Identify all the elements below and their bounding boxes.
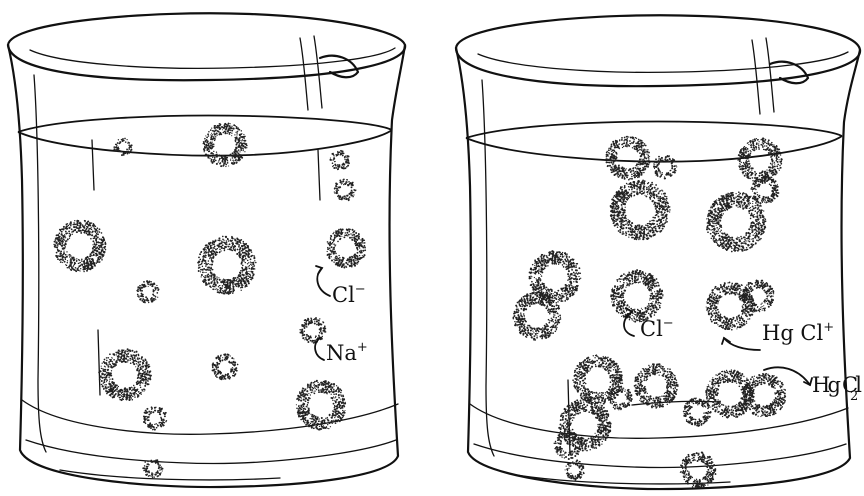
ion-particle [299, 317, 326, 344]
ion-particle [197, 236, 256, 295]
ion-particle [610, 269, 663, 322]
ion-particle [296, 380, 346, 431]
ion-particle [113, 138, 132, 156]
na-charge: + [357, 340, 368, 355]
ion-particle [330, 150, 350, 170]
ion-particle [653, 155, 677, 179]
ion-particle [741, 280, 774, 313]
cl-right-text: Cl [640, 317, 663, 341]
hgcl2-subscript: 2 [850, 389, 858, 404]
cl-left-charge: − [355, 282, 366, 297]
label-na: Na+ [315, 338, 368, 365]
arrow-hgcl [724, 338, 760, 350]
ion-particle [705, 369, 754, 418]
ion-particle [334, 179, 357, 202]
arrow-na [315, 338, 324, 360]
beaker-right [456, 15, 860, 489]
ion-particle [143, 406, 167, 430]
hgcl-charge: + [823, 320, 834, 335]
ion-particle [605, 136, 650, 181]
cl-right-charge: − [663, 316, 674, 331]
label-cl-left: Cl− [316, 266, 366, 307]
ion-particle [558, 399, 611, 452]
na-text: Na [326, 341, 357, 365]
ion-particle [98, 348, 152, 401]
ion-particle [53, 220, 106, 273]
ion-particle [572, 354, 623, 405]
ion-particle [212, 353, 239, 380]
ion-particle [610, 180, 671, 241]
cl-left-text: Cl [332, 283, 355, 307]
ion-particle [203, 123, 248, 167]
ion-particle [737, 137, 782, 182]
ion-particle [513, 292, 562, 341]
ion-particle [327, 228, 367, 268]
ion-particle [136, 280, 159, 303]
ion-particle [683, 397, 712, 427]
label-hgcl: Hg Cl+ [722, 320, 834, 350]
hgcl-text: Hg Cl [762, 321, 823, 345]
